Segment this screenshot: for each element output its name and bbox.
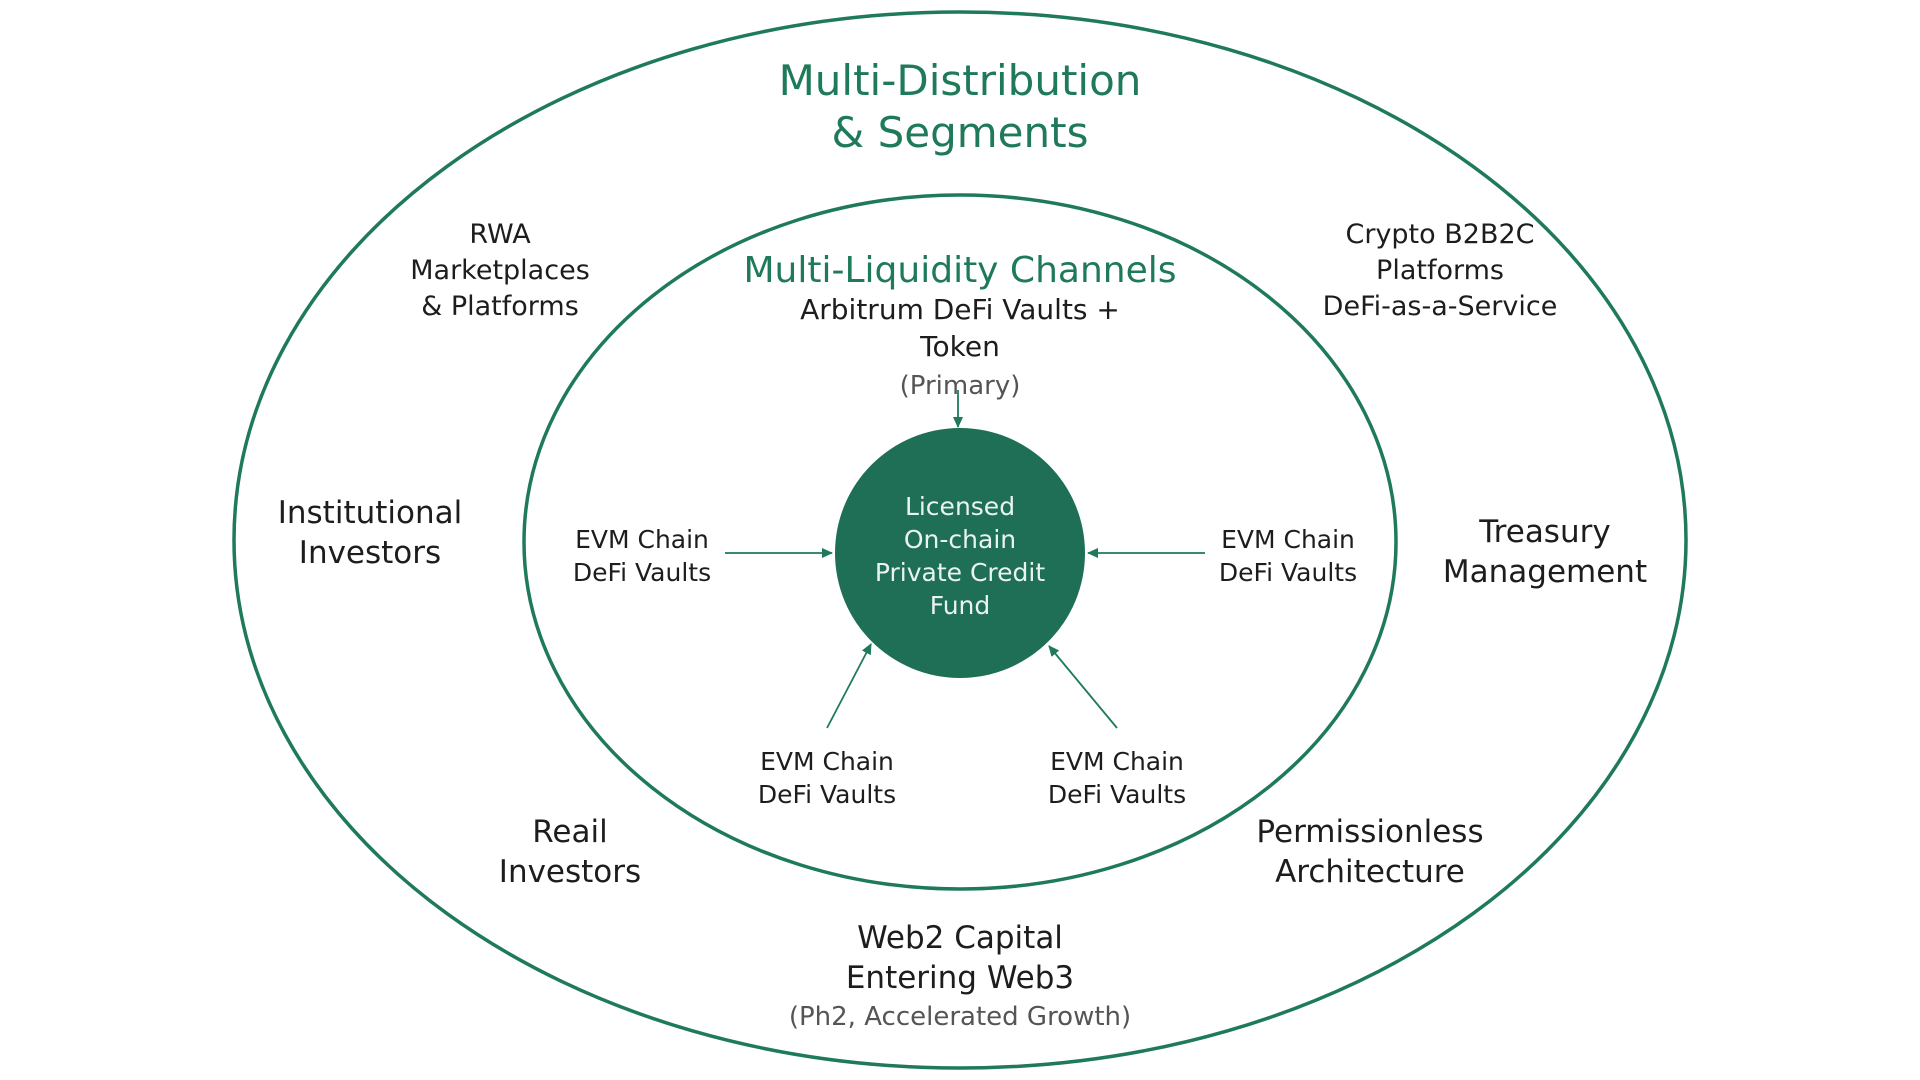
vault-right-line2: DeFi Vaults	[1218, 558, 1358, 587]
vault-bottom-right-line1: EVM Chain	[1050, 747, 1184, 776]
primary-channel-line1: Arbitrum DeFi Vaults +	[800, 293, 1120, 326]
primary-channel-line2: Token	[920, 329, 1000, 363]
vault-left: EVM Chain DeFi Vaults	[532, 523, 752, 589]
segment-institutional-line1: Institutional	[277, 495, 463, 531]
vault-right-line1: EVM Chain	[1221, 525, 1355, 554]
fund-circle	[835, 428, 1085, 678]
primary-channel: Arbitrum DeFi Vaults + Token (Primary)	[660, 292, 1260, 403]
vault-left-line2: DeFi Vaults	[572, 558, 712, 587]
arrow-bottom-right	[1048, 645, 1118, 729]
segment-treasury-line2: Management	[1442, 554, 1648, 591]
arrow-bottom-left	[826, 643, 872, 729]
outer-title-line1: Multi-Distribution	[778, 56, 1142, 105]
vault-bottom-left: EVM Chain DeFi Vaults	[717, 745, 937, 811]
segment-crypto: Crypto B2B2C Platforms DeFi-as-a-Service	[1280, 217, 1600, 325]
vault-bottom-left-line1: EVM Chain	[760, 747, 894, 776]
outer-ellipse	[232, 10, 1688, 1070]
vault-bottom-right-line2: DeFi Vaults	[1047, 780, 1187, 809]
inner-ellipse	[522, 193, 1398, 891]
segment-treasury: Treasury Management	[1410, 512, 1680, 593]
outer-title-line2: & Segments	[831, 108, 1089, 158]
outer-title: Multi-Distribution & Segments	[660, 55, 1260, 159]
segment-institutional-line2: Investors	[298, 535, 442, 572]
segment-crypto-line1: Crypto B2B2C	[1345, 219, 1535, 250]
vault-left-line1: EVM Chain	[575, 525, 709, 554]
segment-web2: Web2 Capital Entering Web3 (Ph2, Acceler…	[740, 918, 1180, 1034]
inner-title: Multi-Liquidity Channels	[743, 250, 1177, 291]
segment-web2-line1: Web2 Capital	[857, 920, 1063, 956]
segment-web2-note: (Ph2, Accelerated Growth)	[788, 1001, 1132, 1032]
fund-label: Licensed On-chain Private Credit Fund	[840, 490, 1080, 622]
fund-label-line4: Fund	[929, 591, 991, 620]
fund-label-line3: Private Credit	[874, 558, 1046, 587]
segment-permissionless: Permissionless Architecture	[1220, 812, 1520, 893]
segment-permissionless-line2: Architecture	[1275, 854, 1465, 891]
vault-bottom-right: EVM Chain DeFi Vaults	[1007, 745, 1227, 811]
primary-channel-note: (Primary)	[899, 370, 1021, 401]
segment-rwa-line2: Marketplaces	[410, 254, 590, 286]
segment-rwa: RWA Marketplaces & Platforms	[350, 217, 650, 325]
segment-retail: Reail Investors	[450, 812, 690, 893]
segment-crypto-line3: DeFi-as-a-Service	[1322, 290, 1558, 322]
segment-retail-line1: Reail	[532, 814, 608, 850]
fund-label-line1: Licensed	[904, 492, 1016, 521]
segment-crypto-line2: Platforms	[1376, 254, 1504, 286]
fund-label-line2: On-chain	[903, 525, 1017, 554]
segment-institutional: Institutional Investors	[240, 493, 500, 574]
segment-web2-line2: Entering Web3	[845, 960, 1075, 997]
segment-rwa-line1: RWA	[469, 219, 531, 250]
segment-treasury-line1: Treasury	[1479, 514, 1611, 550]
vault-bottom-left-line2: DeFi Vaults	[757, 780, 897, 809]
segment-rwa-line3: & Platforms	[421, 290, 579, 322]
vault-right: EVM Chain DeFi Vaults	[1178, 523, 1398, 589]
segment-retail-line2: Investors	[498, 854, 642, 891]
segment-permissionless-line1: Permissionless	[1256, 814, 1484, 850]
